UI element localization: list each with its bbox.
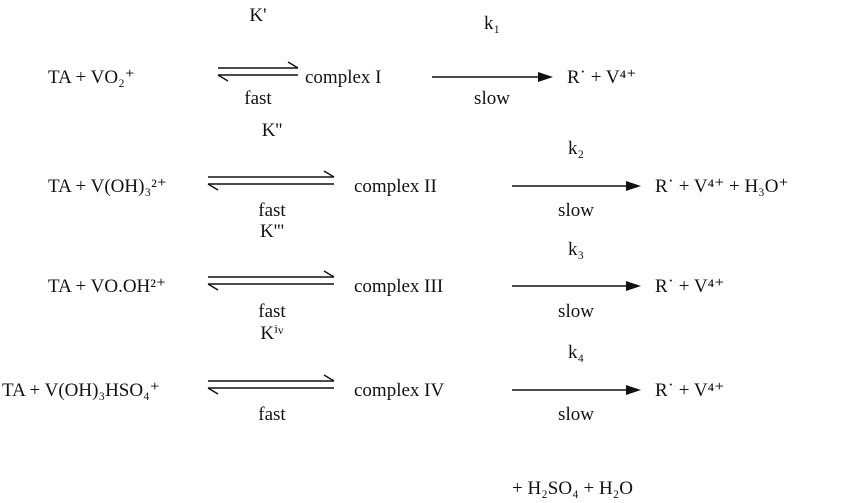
- rate-arrow-2: [512, 181, 641, 191]
- rate-constant-2: k₂: [567, 138, 585, 159]
- equilibrium-speed-3: fast: [258, 301, 286, 322]
- products-3: R˙ + V⁴⁺: [655, 276, 725, 297]
- products-2: R˙ + V⁴⁺ + H₃O⁺: [655, 176, 789, 197]
- reactants-3: TA + VO.OH²⁺: [48, 276, 166, 297]
- equilibrium-arrow-2: [207, 170, 335, 191]
- equilibrium-arrow-4: [207, 374, 335, 395]
- equilibrium-speed-4: fast: [258, 404, 286, 425]
- products-4-continued: + H₂SO₄ + H₂O: [512, 478, 634, 499]
- rate-constant-1: k₁: [483, 13, 501, 34]
- rate-constant-3: k₃: [567, 239, 585, 260]
- reactants-2: TA + V(OH)₃²⁺: [48, 176, 167, 197]
- rate-speed-4: slow: [558, 404, 594, 425]
- rate-constant-4: k₄: [567, 342, 585, 363]
- rate-speed-1: slow: [474, 88, 510, 109]
- rate-arrow-1: [432, 72, 553, 82]
- rate-arrow-3: [512, 281, 641, 291]
- complex-1: complex I: [305, 67, 382, 88]
- equilibrium-speed-1: fast: [244, 88, 272, 109]
- equilibrium-constant-2: K'': [261, 120, 283, 141]
- reactants-4: TA + V(OH)₃HSO₄⁺: [2, 380, 160, 401]
- rate-speed-3: slow: [558, 301, 594, 322]
- complex-4: complex IV: [354, 380, 445, 401]
- equilibrium-constant-1: K': [249, 5, 267, 26]
- rate-arrow-4: [512, 385, 641, 395]
- equilibrium-constant-4: Kⁱᵛ: [260, 323, 284, 344]
- equilibrium-arrow-3: [207, 270, 335, 291]
- equilibrium-speed-2: fast: [258, 200, 286, 221]
- rate-speed-2: slow: [558, 200, 594, 221]
- equilibrium-arrow-1: [217, 61, 299, 82]
- products-4: R˙ + V⁴⁺: [655, 380, 725, 401]
- complex-2: complex II: [354, 176, 437, 197]
- reactants-1: TA + VO₂⁺: [48, 67, 135, 88]
- products-1: R˙ + V⁴⁺: [567, 67, 637, 88]
- complex-3: complex III: [354, 276, 444, 297]
- equilibrium-constant-3: K''': [260, 221, 284, 242]
